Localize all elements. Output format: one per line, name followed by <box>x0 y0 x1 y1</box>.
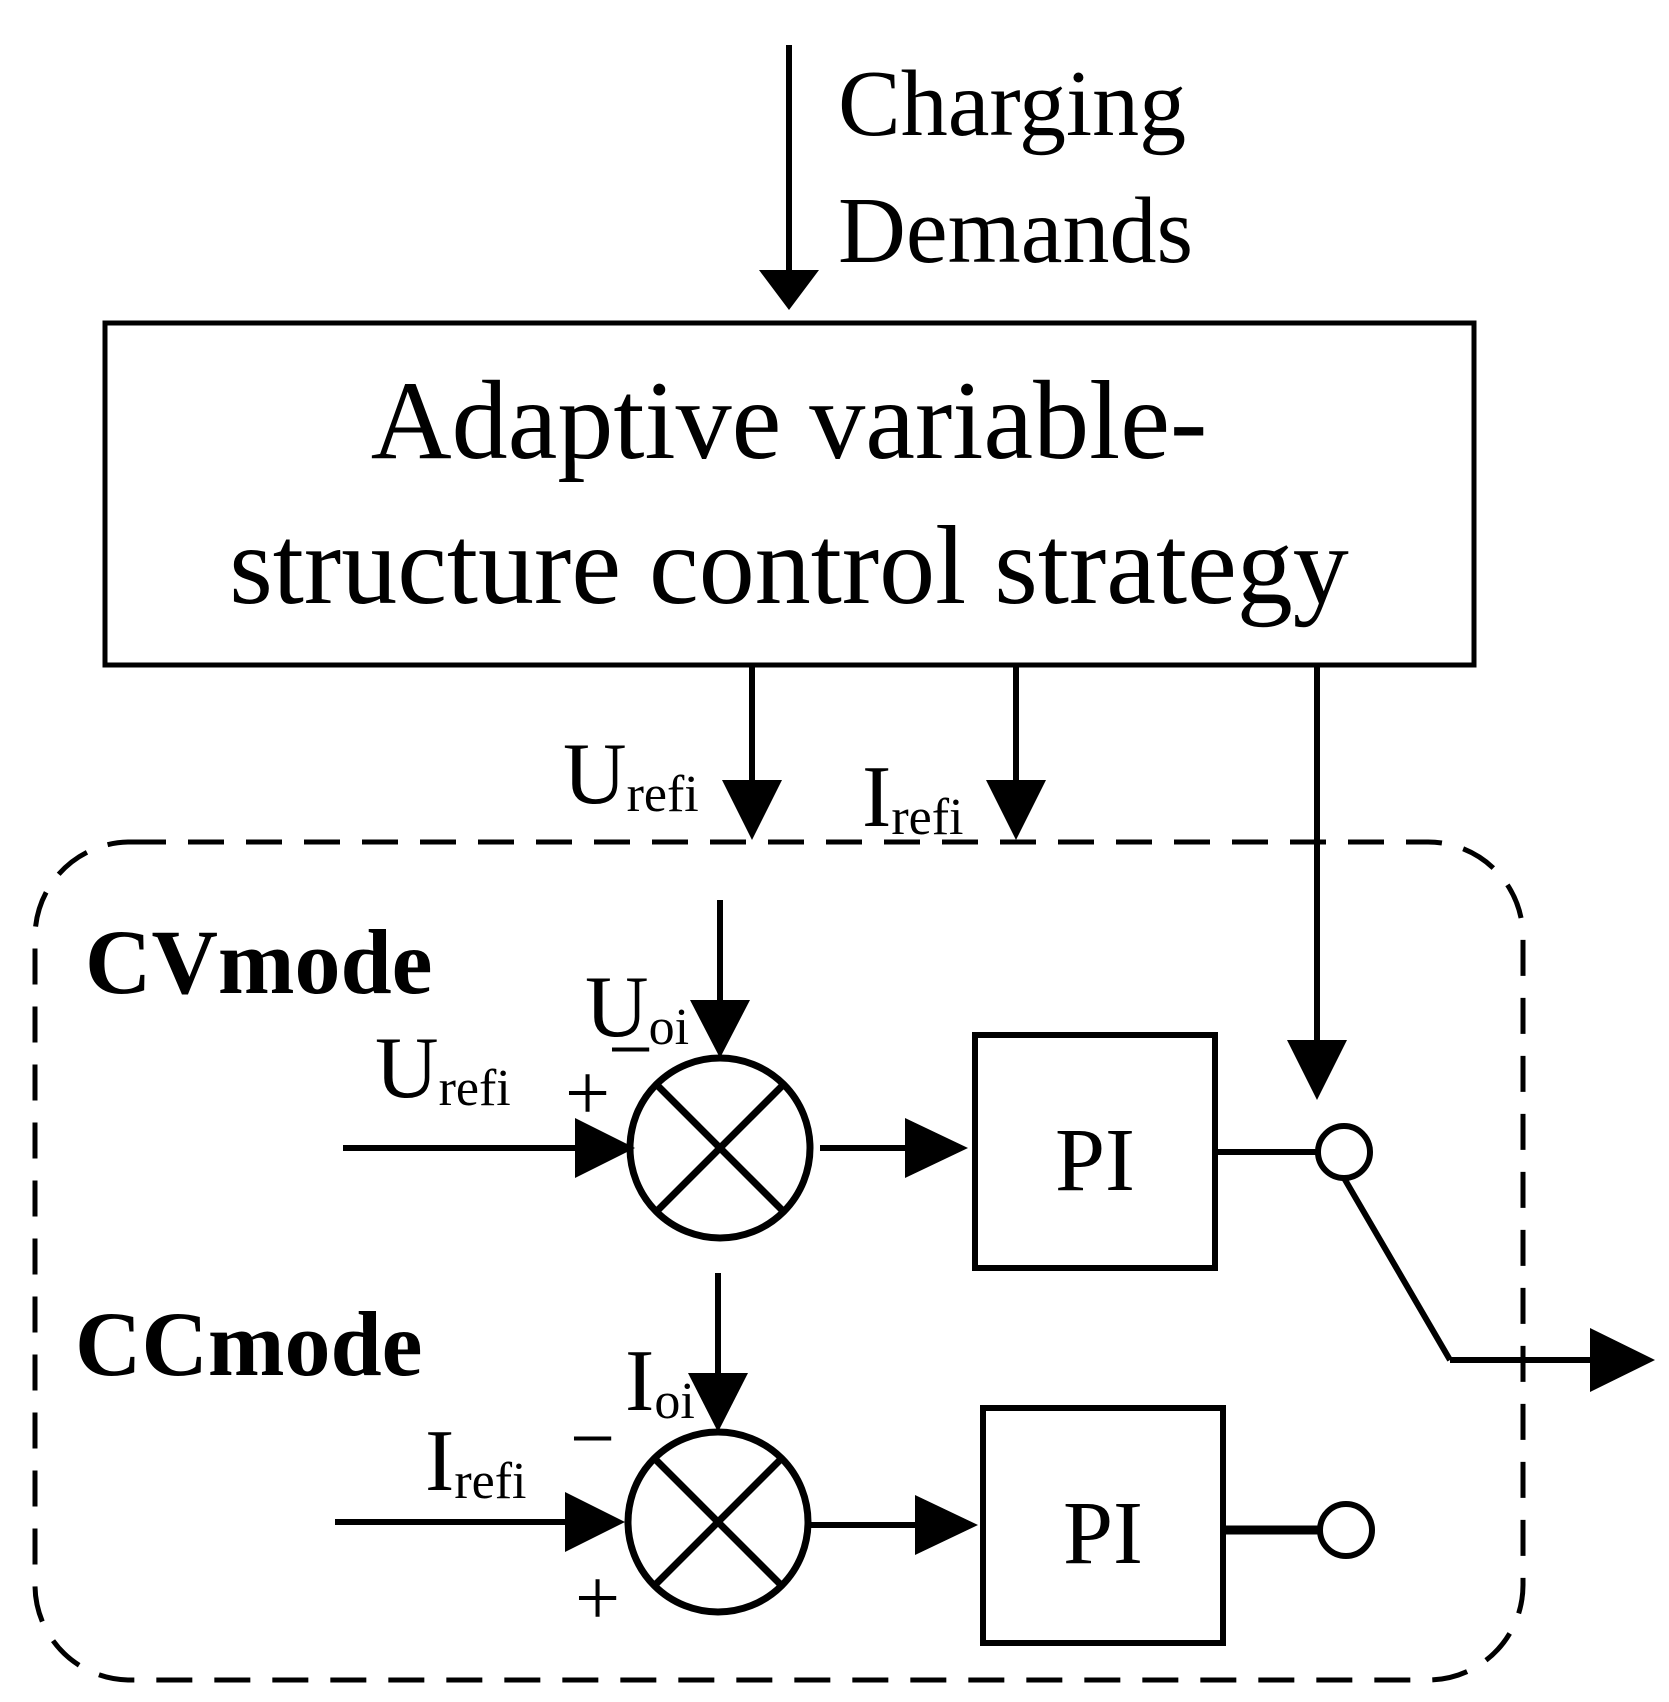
mode-select-arrowhead <box>1287 1040 1347 1100</box>
cv-plus-sign: + <box>565 1050 610 1138</box>
mode-select-signal <box>1287 665 1347 1100</box>
charging-demands-input: Charging Demands <box>759 45 1193 310</box>
cc-mode-label: CCmode <box>75 1293 423 1395</box>
cv-summing-junction <box>626 1054 814 1242</box>
adaptive-controller-block: Adaptive variable- structure control str… <box>102 320 1477 668</box>
cv-feedback-label: Uoi <box>585 959 689 1056</box>
output-arrowhead <box>1590 1328 1655 1392</box>
cc-plus-sign: + <box>575 1555 620 1643</box>
cc-feedback-arrowhead <box>688 1373 748 1432</box>
charging-demands-label-line2: Demands <box>838 179 1193 283</box>
charging-demands-arrowhead <box>759 270 819 310</box>
cc-minus-sign: − <box>570 1395 615 1483</box>
i-ref-label: Irefi <box>862 749 963 846</box>
cc-pi-block: PI <box>980 1405 1226 1646</box>
cc-switch-contact <box>1317 1501 1375 1559</box>
controller-label-line2: structure control strategy <box>229 504 1349 628</box>
cv-pi-block: PI <box>972 1032 1218 1271</box>
cv-pi-label: PI <box>1055 1111 1135 1210</box>
u-ref-label: Urefi <box>563 726 699 823</box>
cv-mode-label: CVmode <box>85 911 433 1013</box>
cv-ref-label: Urefi <box>375 1020 511 1117</box>
cc-pi-label: PI <box>1063 1484 1143 1583</box>
cc-to-pi-arrowhead <box>915 1495 978 1555</box>
cv-minus-sign: − <box>608 1006 653 1094</box>
cv-mode-loop: CVmode Urefi + Uoi − PI <box>85 900 1373 1271</box>
i-ref-arrowhead <box>986 780 1046 840</box>
mode-switch <box>1341 1176 1655 1392</box>
cv-feedback-arrowhead <box>690 1000 750 1058</box>
cv-to-pi-arrowhead <box>905 1118 968 1178</box>
charging-demands-label-line1: Charging <box>838 52 1186 156</box>
cc-feedback-label: Ioi <box>625 1333 695 1430</box>
cv-switch-contact <box>1315 1123 1373 1181</box>
i-ref-signal: Irefi <box>862 665 1046 846</box>
cc-summing-junction <box>624 1428 812 1616</box>
cv-ref-arrowhead <box>575 1118 635 1178</box>
u-ref-arrowhead <box>722 780 782 840</box>
cc-mode-loop: CCmode Irefi + Ioi − PI <box>75 1273 1375 1646</box>
cc-ref-arrowhead <box>565 1492 625 1552</box>
inner-loop-region <box>32 839 1526 1683</box>
controller-label-line1: Adaptive variable- <box>371 359 1208 483</box>
u-ref-signal: Urefi <box>563 665 782 840</box>
cc-ref-label: Irefi <box>425 1413 526 1510</box>
